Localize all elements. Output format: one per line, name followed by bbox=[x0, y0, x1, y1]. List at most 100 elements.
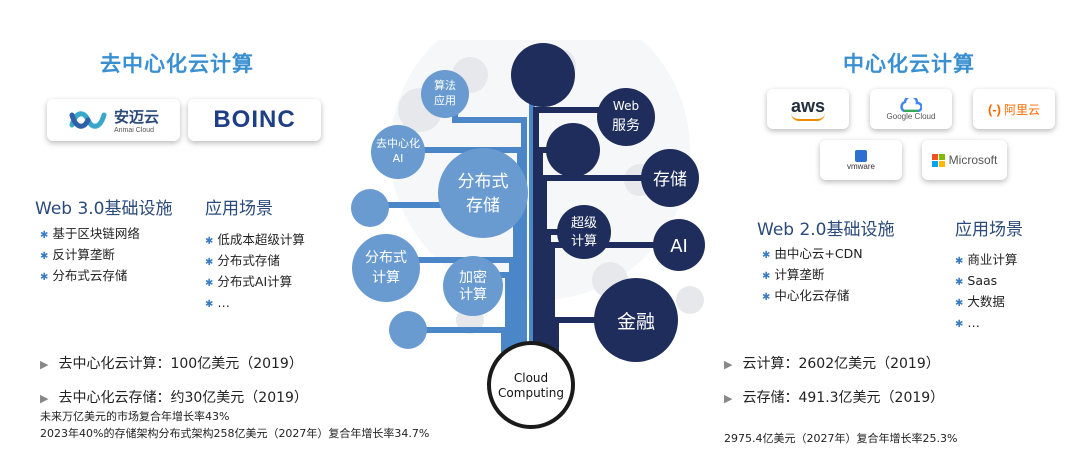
left-app-list: ✱低成本超级计算 ✱分布式存储 ✱分布式AI计算 ✱… bbox=[205, 230, 305, 314]
node-distributed-compute: 分布式 计算 bbox=[352, 234, 420, 302]
google-cloud-icon bbox=[900, 97, 922, 112]
bullet-icon: ✱ bbox=[40, 272, 49, 283]
right-title: 中心化云计算 bbox=[843, 52, 975, 76]
node-label: 计算 bbox=[571, 234, 597, 249]
node-label: 存储 bbox=[653, 170, 687, 190]
node-label: 加密 bbox=[459, 269, 487, 286]
bullet-icon: ✱ bbox=[762, 292, 771, 303]
root-label: Computing bbox=[498, 386, 564, 400]
bullet-icon: ✱ bbox=[205, 236, 214, 247]
node-decentral-ai: 去中心化 AI bbox=[371, 125, 425, 179]
vmware-shield-icon bbox=[855, 149, 867, 162]
node-algo-app: 算法 应用 bbox=[421, 70, 469, 118]
root-label: Cloud bbox=[514, 371, 548, 385]
left-infra-title: Web 3.0基础设施 bbox=[35, 199, 173, 219]
left-title: 去中心化云计算 bbox=[100, 52, 254, 76]
list-item: ✱… bbox=[955, 315, 980, 330]
node-label: 超级 bbox=[571, 216, 597, 231]
bullet-icon: ✱ bbox=[762, 271, 771, 282]
root-cloud-computing: Cloud Computing bbox=[487, 341, 575, 429]
bullet-icon: ✱ bbox=[40, 251, 49, 262]
bullet-icon: ✱ bbox=[205, 278, 214, 289]
anmai-cloud-logo: 安迈云 Anmai Cloud bbox=[47, 99, 180, 141]
list-item: ✱大数据 bbox=[955, 294, 1005, 309]
node-ai: AI bbox=[653, 219, 705, 271]
triangle-bullet-icon: ▶ bbox=[724, 392, 733, 405]
list-item: ✱反计算垄断 bbox=[40, 247, 115, 262]
triangle-bullet-icon: ▶ bbox=[40, 392, 49, 405]
right-app-title: 应用场景 bbox=[955, 220, 1023, 240]
right-infra-title: Web 2.0基础设施 bbox=[757, 220, 895, 240]
list-item: ✱基于区块链网络 bbox=[40, 226, 140, 241]
node-dark-middle bbox=[546, 123, 600, 177]
right-stat-compute: ▶云计算：2602亿美元（2019） bbox=[724, 356, 940, 372]
triangle-bullet-icon: ▶ bbox=[724, 358, 733, 371]
list-item: ✱计算垄断 bbox=[762, 267, 825, 282]
boinc-logo: BOINC bbox=[188, 99, 321, 141]
bullet-icon: ✱ bbox=[955, 319, 964, 330]
left-stat-compute: ▶去中心化云计算：100亿美元（2019） bbox=[40, 356, 303, 372]
bullet-icon: ✱ bbox=[955, 277, 964, 288]
node-small-light-2 bbox=[389, 311, 427, 349]
microsoft-windows-icon bbox=[931, 153, 945, 167]
right-note-1: 2975.4亿美元（2027年）复合年增长率25.3% bbox=[724, 432, 958, 445]
node-label: 计算 bbox=[459, 287, 487, 303]
node-label: 分布式 bbox=[365, 250, 407, 266]
node-label: AI bbox=[393, 152, 404, 165]
vmware-logo: vmware bbox=[820, 140, 902, 180]
bullet-icon: ✱ bbox=[762, 250, 771, 261]
left-infra-list: ✱基于区块链网络 ✱反计算垄断 ✱分布式云存储 bbox=[40, 224, 140, 287]
list-item: ✱Saas bbox=[955, 273, 998, 288]
aws-smile-icon bbox=[791, 113, 825, 121]
list-item: ✱分布式AI计算 bbox=[205, 274, 293, 289]
list-item: ✱中心化云存储 bbox=[762, 288, 850, 303]
cloud-tree-diagram: 算法 应用 去中心化 AI 分布式 存储 分布式 计算 加密 计算 Web 服务… bbox=[351, 40, 705, 429]
aliyun-logo: (-) 阿里云 bbox=[973, 89, 1055, 129]
list-item: ✱分布式存储 bbox=[205, 253, 280, 268]
left-note-1: 未来万亿美元的市场复合年增长率43% bbox=[40, 410, 230, 423]
bullet-icon: ✱ bbox=[205, 257, 214, 268]
bullet-icon: ✱ bbox=[205, 299, 214, 310]
vmware-logo-text: vmware bbox=[846, 161, 875, 171]
node-label: Web bbox=[613, 99, 639, 113]
node-label: 算法 bbox=[434, 78, 456, 92]
google-cloud-logo: Google Cloud bbox=[870, 89, 952, 129]
left-app-title: 应用场景 bbox=[205, 199, 273, 219]
left-note-2: 2023年40%的存储架构分布式架构258亿美元（2027年）复合年增长率34.… bbox=[40, 427, 430, 440]
node-label: 金融 bbox=[617, 311, 655, 333]
right-infra-list: ✱由中心云+CDN ✱计算垄断 ✱中心化云存储 bbox=[762, 244, 863, 307]
node-label: 分布式 bbox=[458, 172, 509, 192]
anmai-logo-sub: Anmai Cloud bbox=[113, 127, 155, 134]
google-cloud-logo-text: Google Cloud bbox=[886, 111, 936, 121]
bullet-icon: ✱ bbox=[955, 298, 964, 309]
node-label: 存储 bbox=[466, 196, 500, 216]
list-item: ✱… bbox=[205, 295, 230, 310]
list-item: ✱低成本超级计算 bbox=[205, 232, 305, 247]
node-label: 服务 bbox=[612, 118, 640, 134]
node-finance: 金融 bbox=[594, 278, 678, 362]
microsoft-logo: Microsoft bbox=[922, 140, 1007, 180]
microsoft-logo-text: Microsoft bbox=[948, 153, 998, 167]
aws-logo-text: aws bbox=[790, 96, 826, 116]
node-label: 计算 bbox=[372, 270, 400, 286]
list-item: ✱分布式云存储 bbox=[40, 268, 128, 283]
left-stat-storage: ▶去中心化云存储：约30亿美元（2019） bbox=[40, 390, 308, 406]
node-label: AI bbox=[670, 236, 688, 257]
list-item: ✱商业计算 bbox=[955, 252, 1018, 267]
bullet-icon: ✱ bbox=[955, 256, 964, 267]
node-storage: 存储 bbox=[641, 149, 699, 207]
node-dark-top bbox=[511, 43, 575, 107]
node-label: 应用 bbox=[434, 93, 456, 107]
bullet-icon: ✱ bbox=[40, 230, 49, 241]
node-small-light-1 bbox=[351, 189, 389, 227]
aliyun-mark-icon: (-) bbox=[987, 101, 1001, 117]
aws-logo: aws bbox=[767, 89, 849, 129]
aliyun-logo-text: 阿里云 bbox=[1003, 102, 1040, 117]
right-stat-storage: ▶云存储：491.3亿美元（2019） bbox=[724, 390, 945, 406]
node-label: 去中心化 bbox=[376, 136, 420, 150]
right-app-list: ✱商业计算 ✱Saas ✱大数据 ✱… bbox=[955, 250, 1017, 334]
boinc-logo-text: BOINC bbox=[213, 106, 296, 133]
triangle-bullet-icon: ▶ bbox=[40, 358, 49, 371]
node-encryption-compute: 加密 计算 bbox=[443, 256, 503, 316]
node-distributed-storage: 分布式 存储 bbox=[438, 148, 528, 238]
